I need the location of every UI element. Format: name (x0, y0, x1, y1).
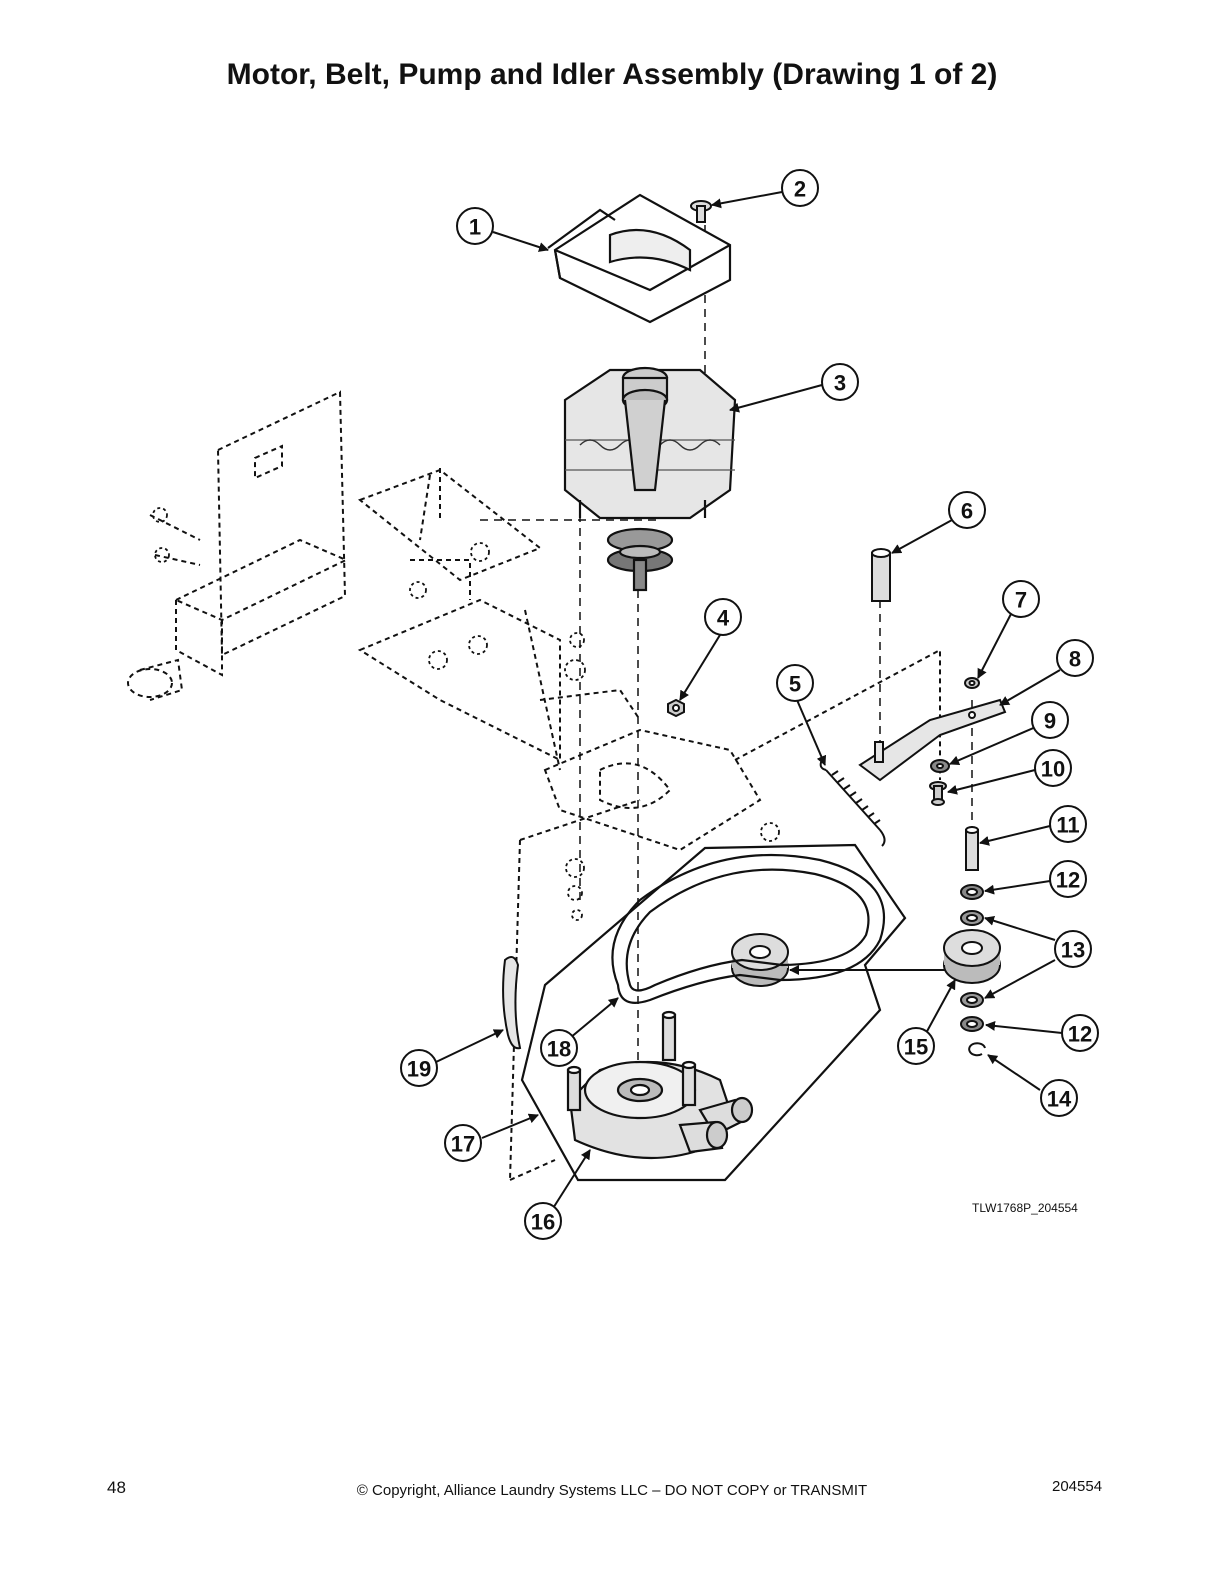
callout-label-14: 14 (1047, 1087, 1072, 1112)
callout-label-13: 13 (1061, 938, 1085, 963)
motor (563, 366, 737, 592)
hose-clip (502, 955, 522, 1050)
callout-label-19: 19 (407, 1057, 431, 1082)
callout-label-7: 7 (1015, 588, 1027, 613)
page-number: 48 (107, 1478, 126, 1497)
drive-belt (611, 853, 885, 1004)
callout-9 (1031, 701, 1069, 739)
stud (965, 826, 979, 871)
callout-label-15: 15 (904, 1035, 928, 1060)
callout-3 (821, 363, 859, 401)
leader-arrows (435, 191, 1063, 1214)
pump (566, 1010, 754, 1160)
callout-4 (704, 598, 742, 636)
callout-12a (1049, 860, 1087, 898)
callout-circles (400, 169, 1099, 1240)
page-title: Motor, Belt, Pump and Idler Assembly (Dr… (226, 58, 998, 91)
callout-1 (456, 207, 494, 245)
motor-bracket-dashed (127, 390, 941, 1181)
callout-label-1: 1 (469, 215, 481, 240)
callout-label-18: 18 (547, 1037, 571, 1062)
belt-compartment (520, 843, 907, 1182)
callout-16 (524, 1202, 562, 1240)
callout-14 (1040, 1079, 1078, 1117)
figure-code: TLW1768P_204554 (972, 1201, 1078, 1215)
alignment-lines (480, 225, 973, 1080)
callout-label-6: 6 (961, 499, 973, 524)
callout-15 (897, 1027, 935, 1065)
callout-label-12a: 12 (1056, 868, 1080, 893)
tube (871, 548, 891, 602)
idler-arm (858, 698, 1007, 782)
callout-label-11: 11 (1056, 813, 1079, 838)
idler-washers (960, 884, 986, 1057)
callout-19 (400, 1049, 438, 1087)
callout-label-8: 8 (1069, 647, 1081, 672)
screw (690, 200, 712, 223)
callout-10 (1034, 749, 1072, 787)
callout-label-5: 5 (789, 672, 801, 697)
nut (667, 698, 685, 718)
callout-5 (776, 664, 814, 702)
callout-2 (781, 169, 819, 207)
callout-label-10: 10 (1041, 757, 1065, 782)
motor-cover (547, 193, 732, 324)
callout-11 (1049, 805, 1087, 843)
callout-12b (1061, 1014, 1099, 1052)
idler-pulley (731, 929, 1001, 987)
document-number: 204554 (1052, 1478, 1103, 1495)
callout-label-4: 4 (717, 606, 730, 631)
callout-label-16: 16 (531, 1210, 555, 1235)
callout-7 (1002, 580, 1040, 618)
bolt (929, 781, 947, 806)
callout-label-12b: 12 (1068, 1022, 1092, 1047)
callout-18 (540, 1029, 578, 1067)
callout-label-3: 3 (834, 371, 846, 396)
callout-17 (444, 1124, 482, 1162)
idler-nut (964, 677, 980, 689)
bracket-fasteners (152, 507, 780, 921)
callout-8 (1056, 639, 1094, 677)
callout-6 (948, 491, 986, 529)
callout-label-17: 17 (451, 1132, 475, 1157)
washer (930, 759, 950, 773)
callout-label-2: 2 (794, 177, 806, 202)
callout-13 (1054, 930, 1092, 968)
callout-label-9: 9 (1044, 709, 1056, 734)
copyright-notice: © Copyright, Alliance Laundry Systems LL… (356, 1482, 868, 1499)
